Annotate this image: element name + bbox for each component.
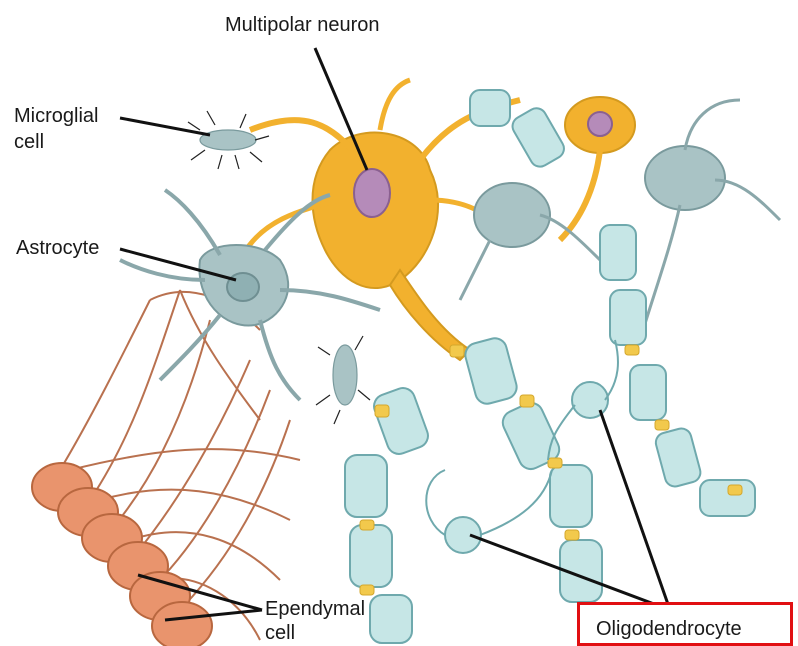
small-neuron (560, 97, 635, 240)
label-microglial-line2: cell (14, 131, 44, 154)
label-multipolar-neuron: Multipolar neuron (225, 14, 380, 37)
neuron-nucleus (354, 169, 390, 217)
label-ependymal-line2: cell (265, 622, 295, 645)
label-astrocyte: Astrocyte (16, 237, 99, 260)
microglial-cell-bottom (316, 336, 370, 424)
label-microglial-line1: Microglial (14, 105, 98, 128)
microglial-cell-top (188, 111, 269, 169)
label-oligodendrocyte: Oligodendrocyte (596, 618, 742, 641)
label-ependymal-line1: Ependymal (265, 598, 365, 621)
